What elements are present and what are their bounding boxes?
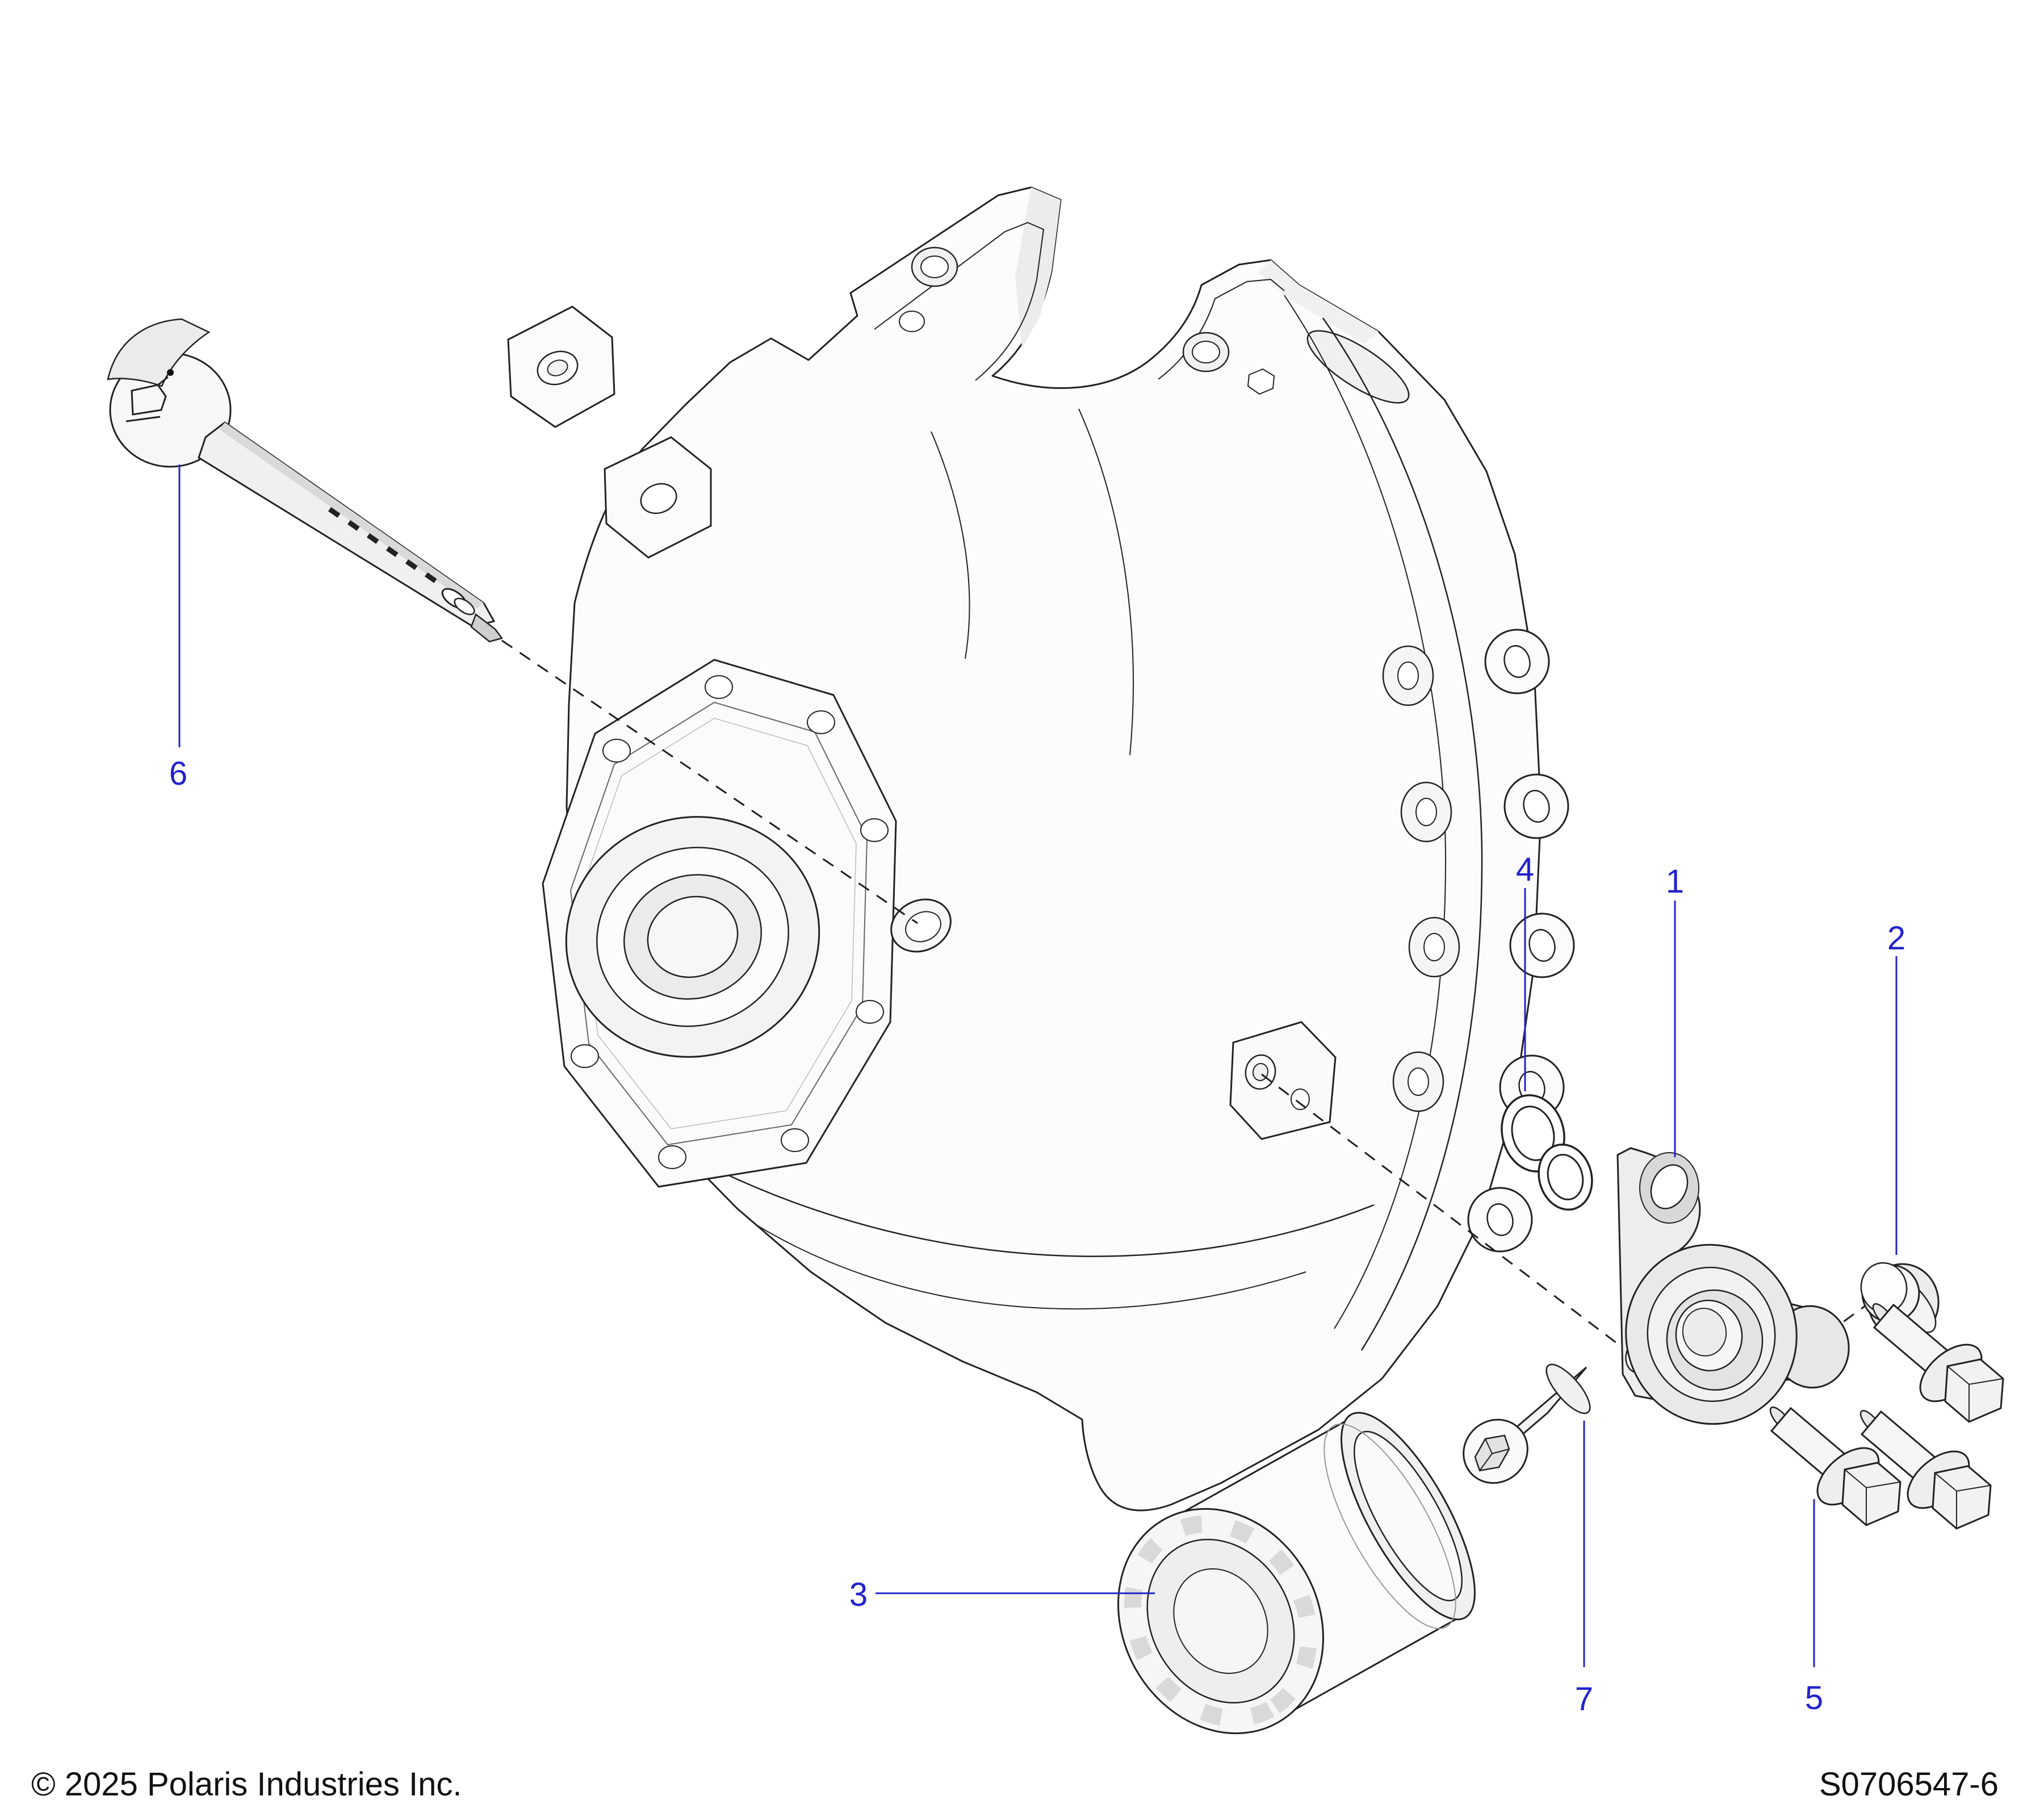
strip-shading <box>1258 260 1379 344</box>
left-cover-flange <box>542 659 897 1188</box>
filter-rim-inner <box>1354 1430 1463 1602</box>
filter-seam <box>1323 1423 1456 1630</box>
gearbox-housing <box>507 186 1575 1512</box>
right-seam-2 <box>1284 295 1447 1329</box>
adapter-bore-inner <box>1682 1308 1727 1357</box>
callout-2: 2 <box>1887 920 1905 957</box>
dipstick-tube-hole <box>890 898 952 953</box>
callout-3: 3 <box>849 1576 868 1613</box>
dipstick-markings <box>328 506 437 583</box>
top-flange-bolt-holes <box>899 246 1275 395</box>
dipstick-axis <box>501 639 918 924</box>
callout-6: 6 <box>169 755 187 792</box>
bearing-bore <box>565 816 820 1058</box>
surface-lines <box>931 408 1134 756</box>
callout-numbers: 1 2 3 4 5 6 7 <box>169 755 1905 1718</box>
right-seam <box>1322 317 1483 1351</box>
filter-fitting <box>1463 1363 1591 1484</box>
adapter-ear-hole <box>1650 1164 1689 1209</box>
filter-cap-flutes <box>1124 1515 1317 1727</box>
oil-filter <box>1117 1412 1476 1735</box>
sump-seams <box>635 1124 1375 1257</box>
copyright-notice: © 2025 Polaris Industries Inc. <box>31 1766 462 1803</box>
callout-7: 7 <box>1575 1681 1593 1718</box>
dipstick-clip <box>454 597 475 616</box>
dipstick-tip <box>470 613 504 643</box>
adapter-mount-tab <box>1229 1021 1337 1140</box>
document-code: S0706547-6 <box>1819 1766 1999 1803</box>
mount-ear-upper <box>507 305 615 428</box>
adapter-axis <box>1261 1073 1640 1362</box>
plug <box>1860 1262 1940 1340</box>
filter-cap-core <box>1173 1568 1268 1674</box>
callout-1: 1 <box>1666 863 1684 900</box>
o-ring-large-inner <box>1511 1106 1555 1161</box>
o-rings <box>1501 1094 1593 1211</box>
callout-5: 5 <box>1805 1680 1823 1716</box>
oil-icon <box>125 369 174 422</box>
mount-ear-lower <box>604 436 712 559</box>
sump-seam-2 <box>755 1224 1306 1310</box>
flange-bolt <box>1869 1300 2004 1423</box>
fitting-far-cap <box>1545 1363 1591 1414</box>
dipstick-shaft-highlight <box>219 422 484 609</box>
dipstick <box>107 318 504 643</box>
o-ring-small-inner <box>1547 1154 1584 1200</box>
cover-bolt-holes <box>571 675 889 1169</box>
callout-leader-lines <box>178 464 1898 1667</box>
filter-adapter <box>1616 1147 1850 1425</box>
fitting-hex-facets <box>1479 1438 1510 1471</box>
callout-4: 4 <box>1516 851 1534 888</box>
dipstick-cap-tab <box>107 318 211 387</box>
housing-silhouette <box>566 186 1542 1512</box>
right-face-bosses <box>1382 645 1460 1112</box>
